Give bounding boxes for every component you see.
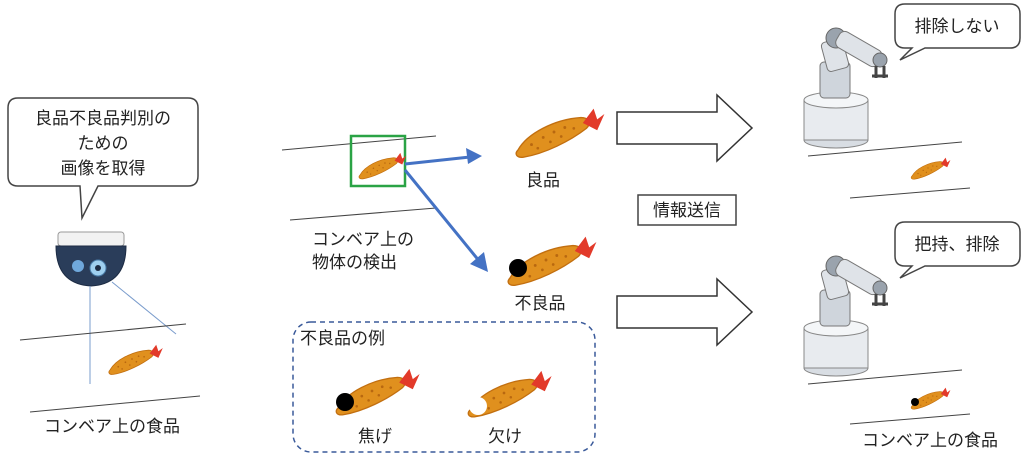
burnt-label: 焦げ [358,427,392,447]
burn-spot [911,398,919,406]
robot-conveyor-label: コンベア上の食品 [862,431,998,451]
robot-arm-top [802,26,890,150]
conveyor-edge [849,413,971,425]
conveyor-edge [19,323,187,341]
detection-label-line-2: 物体の検出 [312,253,397,273]
conveyor-edge [807,141,963,157]
transmission-box [637,194,737,226]
detection-bounding-box [349,134,407,188]
shrimp-on-conveyor [108,344,164,375]
camera-speech-line-3: 画像を取得 [61,159,146,179]
camera-conveyor-label: コンベア上の食品 [44,417,180,437]
shrimp-removed [910,387,951,410]
good-shrimp [515,107,606,158]
robot-top-speech: 排除しない [915,17,1000,37]
camera-speech-line-1: 良品不良品判別の [35,109,171,129]
conveyor-edge [29,395,201,413]
conveyor-edge [281,135,437,151]
camera-speech-bubble: 良品不良品判別の ための 画像を取得 [7,97,199,221]
security-camera-icon [55,231,127,287]
detected-shrimp [358,152,407,180]
robot-bottom-speech-bubble: 把持、排除 [894,221,1021,279]
send-arrow-bottom [616,277,754,347]
robot-top-speech-bubble: 排除しない [894,3,1021,61]
defect-examples-title: 不良品の例 [300,329,385,349]
defect-examples-box [292,321,596,453]
shrimp-passed [910,157,951,180]
classification-arrows [403,148,488,272]
conveyor-edge [807,369,963,385]
chip-spot [469,397,487,415]
robot-bottom-speech: 把持、排除 [915,235,1000,255]
camera-speech-line-2: ための [78,134,129,154]
chipped-label: 欠け [488,427,522,447]
burn-spot [509,259,527,277]
burn-spot [336,393,354,411]
detection-label-line-1: コンベア上の [312,230,414,250]
good-label: 良品 [526,171,560,191]
robot-arm-bottom [802,254,890,378]
camera-view-line-right [111,281,177,335]
conveyor-edge [849,187,971,199]
send-arrow-top [616,93,754,163]
conveyor-edge [289,207,437,221]
defect-label: 不良品 [515,294,566,314]
transmission-label: 情報送信 [653,201,721,221]
